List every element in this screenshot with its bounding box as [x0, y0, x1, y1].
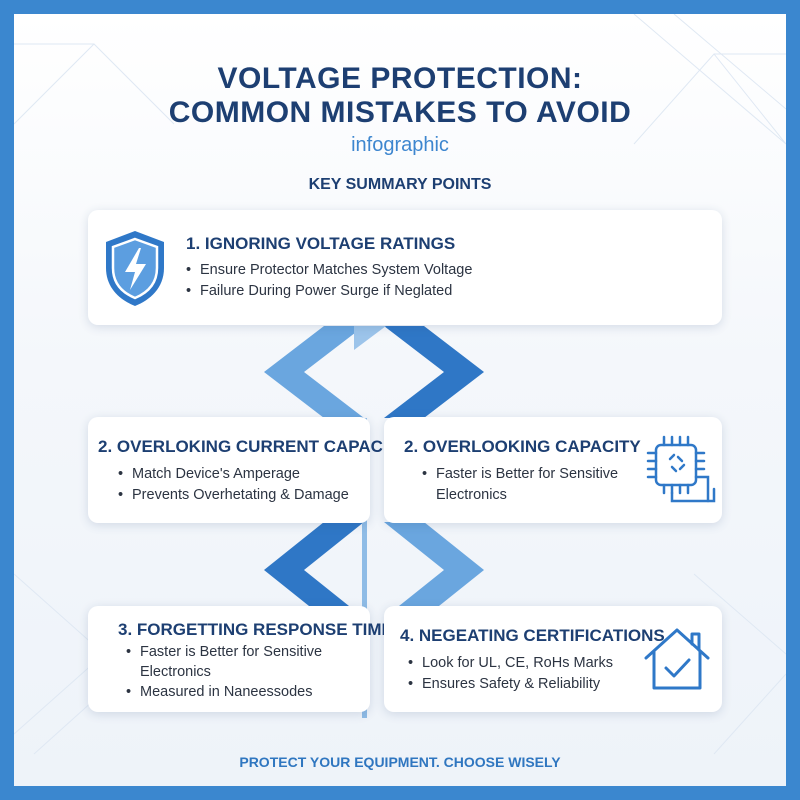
card-title: 3. FORGETTING RESPONSE TIME [118, 620, 393, 639]
title-line-1: VOLTAGE PROTECTION: [217, 62, 583, 95]
bullet-item: Faster is Better for Sensitive [422, 464, 618, 485]
bullet-list: Look for UL, CE, RoHs Marks Ensures Safe… [408, 653, 613, 695]
bullet-item: Ensures Safety & Reliability [408, 674, 613, 695]
bullet-list: Match Device's Amperage Prevents Overhet… [118, 464, 349, 506]
infographic-frame: VOLTAGE PROTECTION: COMMON MISTAKES TO A… [14, 14, 786, 786]
section-heading: KEY SUMMARY POINTS [308, 176, 492, 193]
bullet-item: Electronics [436, 487, 507, 503]
card-overlooking-capacity: 2. OVERLOOKING CAPACITY Faster is Better… [384, 417, 722, 523]
bullet-item: Ensure Protector Matches System Voltage [186, 260, 472, 281]
bullet-item: Prevents Overhetating & Damage [118, 485, 349, 506]
bullet-item: Electronics [140, 664, 211, 680]
card-forgetting-response-time: 3. FORGETTING RESPONSE TIME Faster is Be… [88, 606, 393, 712]
card-title: 1. IGNORING VOLTAGE RATINGS [186, 234, 456, 253]
card-ignoring-voltage-ratings: 1. IGNORING VOLTAGE RATINGS Ensure Prote… [88, 210, 722, 325]
house-check-icon [644, 628, 710, 690]
card-title: 4. NEGEATING CERTIFICATIONS [400, 626, 665, 645]
bullet-item: Look for UL, CE, RoHs Marks [408, 653, 613, 674]
bullet-item: Match Device's Amperage [118, 464, 349, 485]
card-title: 2. OVERLOKING CURRENT CAPACITY [98, 437, 410, 456]
bullet-item: Measured in Naneessodes [126, 682, 322, 702]
bullet-list: Faster is Better for Sensitive Electroni… [422, 464, 618, 506]
card-title: 2. OVERLOOKING CAPACITY [404, 437, 641, 456]
card-negeating-certifications: 4. NEGEATING CERTIFICATIONS Look for UL,… [384, 606, 722, 712]
subtitle: infographic [351, 134, 449, 156]
bullet-item: Failure During Power Surge if Neglated [186, 281, 472, 302]
bullet-list: Ensure Protector Matches System Voltage … [186, 260, 472, 302]
bullet-item: Faster is Better for Sensitive [126, 642, 322, 662]
shield-lightning-icon [106, 231, 164, 306]
title-line-2: COMMON MISTAKES TO AVOID [168, 96, 632, 129]
bullet-list: Faster is Better for Sensitive Electroni… [126, 642, 322, 702]
footer-tagline: PROTECT YOUR EQUIPMENT. CHOOSE WISELY [239, 754, 561, 770]
chip-icon [646, 435, 716, 503]
card-overloking-current-capacity: 2. OVERLOKING CURRENT CAPACITY Match Dev… [88, 417, 409, 523]
